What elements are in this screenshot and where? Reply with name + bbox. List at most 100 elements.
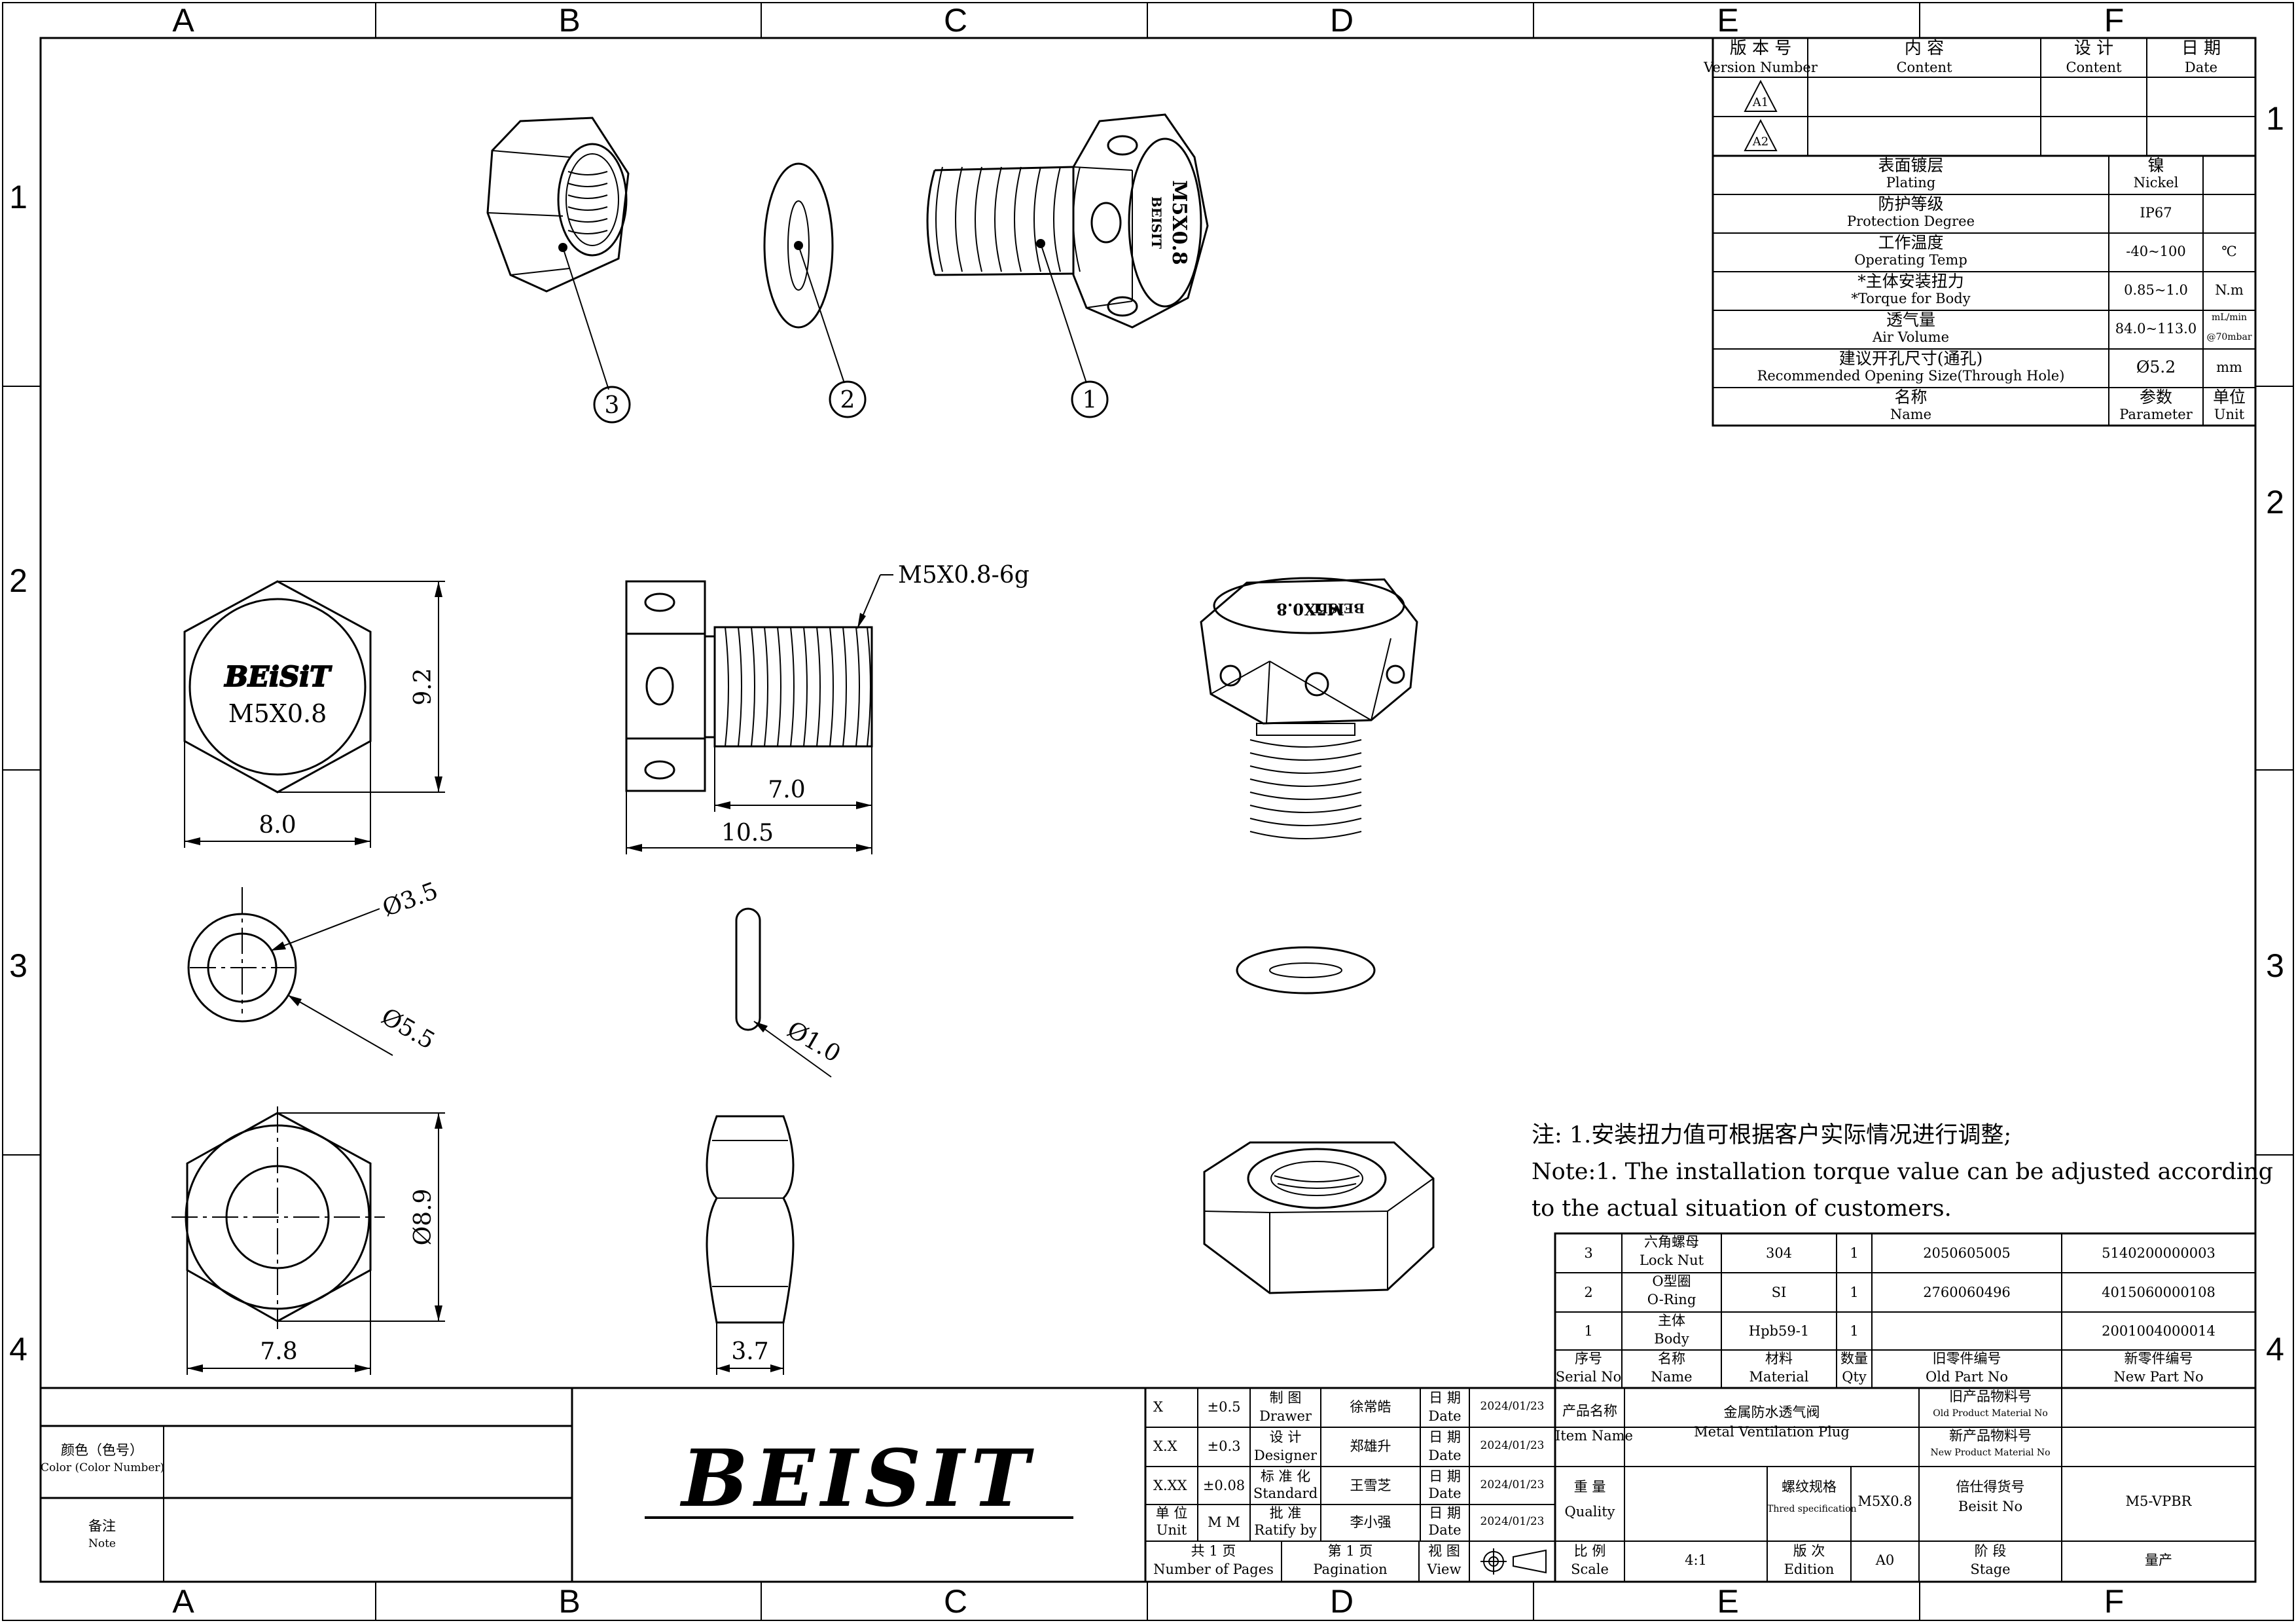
role-date: 2024/01/23 <box>1480 1439 1545 1452</box>
nut-front-view <box>171 1106 385 1329</box>
thread-spec-value: M5X0.8 <box>1857 1493 1912 1509</box>
assembled-iso-view: M5X0.8 BEISIT <box>1200 577 1418 994</box>
stage-value: 量产 <box>2145 1552 2172 1568</box>
bom-name-cn: 六角螺母 <box>1644 1234 1699 1250</box>
zone-col-f: F <box>2104 1583 2125 1620</box>
body-side-view <box>625 580 873 792</box>
bom-serial: 1 <box>1584 1323 1593 1339</box>
rev-header-date-en: Date <box>2185 60 2217 75</box>
bom-header-serial-en: Serial No <box>1555 1369 1622 1385</box>
view-en: View <box>1427 1561 1462 1577</box>
bom-header-new-cn: 新零件编号 <box>2124 1351 2193 1366</box>
zone-row-4: 4 <box>2266 1331 2284 1368</box>
zone-col-d: D <box>1330 2 1354 39</box>
bom-qty: 1 <box>1850 1285 1859 1300</box>
o-ring-section-view <box>735 907 761 1031</box>
zone-row-3: 3 <box>2266 947 2284 984</box>
zone-labels-left: 1 2 3 4 <box>9 179 27 1368</box>
quality-en: Quality <box>1564 1504 1615 1520</box>
dimension-oring-inner: Ø3.5 <box>270 877 442 951</box>
pagination-en: Pagination <box>1313 1561 1388 1577</box>
param-plating-value-en: Nickel <box>2133 175 2179 191</box>
zone-col-b: B <box>558 1583 580 1620</box>
scale-value: 4:1 <box>1685 1552 1707 1568</box>
role-date: 2024/01/23 <box>1480 1400 1545 1413</box>
dimension-overall-length: 10.5 <box>626 791 872 854</box>
bom-header-qty-en: Qty <box>1842 1369 1867 1385</box>
zone-col-a: A <box>172 2 194 39</box>
role-cn: 标 准 化 <box>1260 1468 1311 1484</box>
role-en: Drawer <box>1259 1408 1312 1424</box>
bom-material: Hpb59-1 <box>1748 1323 1810 1339</box>
item-name-en: Item Name <box>1555 1428 1633 1444</box>
scale-cn: 比 例 <box>1573 1543 1606 1559</box>
dim-oring-section: Ø1.0 <box>783 1016 846 1068</box>
balloon-3: 3 <box>605 392 620 419</box>
body-top-marking: M5X0.8 <box>1168 180 1191 265</box>
dim-hex-width: 8.0 <box>259 812 296 839</box>
revision-table: 版 本 号 Version Number 内 容 Content 设 计 Con… <box>1703 37 2257 157</box>
beisit-no-en: Beisit No <box>1958 1499 2023 1514</box>
balloon-3-callout: 3 <box>558 243 631 424</box>
bom-qty: 1 <box>1850 1323 1859 1339</box>
old-mat-en: Old Product Material No <box>1933 1408 2048 1419</box>
dimension-nut-width: 7.8 <box>187 1270 371 1375</box>
bom-name-cn: 主体 <box>1658 1313 1685 1328</box>
param-temp-value: -40~100 <box>2126 244 2186 259</box>
zone-col-e: E <box>1717 1583 1738 1620</box>
old-mat-cn: 旧产品物料号 <box>1949 1389 2032 1404</box>
revision-triangle-a2 <box>1744 119 1778 151</box>
zone-col-c: C <box>944 1583 967 1620</box>
param-temp-unit: ℃ <box>2221 244 2237 259</box>
balloon-2: 2 <box>840 387 855 414</box>
dimension-thread-length: 7.0 <box>714 746 872 854</box>
body-front-view: BEiSiT M5X0.8 <box>183 580 372 793</box>
dim-thread-callout: M5X0.8-6g <box>898 562 1030 589</box>
zone-row-2: 2 <box>2266 484 2284 520</box>
rev-header-content-en: Content <box>1896 60 1952 75</box>
param-footer-name-en: Name <box>1890 407 1932 422</box>
role-date: 2024/01/23 <box>1480 1515 1545 1528</box>
role-name: 王雪芝 <box>1350 1478 1391 1493</box>
role-cn: 设 计 <box>1269 1429 1302 1445</box>
param-protection-value: IP67 <box>2140 205 2172 221</box>
param-footer-name-cn: 名称 <box>1894 388 1928 407</box>
param-torque-cn: *主体安装扭力 <box>1857 272 1964 291</box>
view-cn: 视 图 <box>1428 1543 1460 1559</box>
pages-en: Number of Pages <box>1153 1561 1274 1577</box>
role-en: Ratify by <box>1254 1522 1317 1538</box>
rev-header-version-en: Version Number <box>1703 60 1818 75</box>
bom-name-cn: O型圈 <box>1652 1273 1691 1289</box>
role-date-en: Date <box>1428 1522 1462 1538</box>
role-name: 郑雄升 <box>1350 1438 1391 1454</box>
dim-nut-bore: Ø8.9 <box>410 1189 437 1246</box>
dim-nut-thickness: 3.7 <box>731 1338 768 1365</box>
unit-value: M M <box>1208 1514 1240 1530</box>
bom-header-old-en: Old Part No <box>1926 1369 2008 1385</box>
param-torque-en: *Torque for Body <box>1851 291 1971 306</box>
scale-en: Scale <box>1571 1561 1609 1577</box>
dimension-thread-callout: M5X0.8-6g <box>857 562 1030 629</box>
param-air-value: 84.0~113.0 <box>2115 321 2197 337</box>
bom-old-part: 2760060496 <box>1923 1285 2011 1300</box>
unit-en: Unit <box>1156 1522 1187 1538</box>
dimension-oring-outer: Ø5.5 <box>287 994 440 1056</box>
new-mat-cn: 新产品物料号 <box>1949 1428 2032 1444</box>
zone-labels-right: 1 2 3 4 <box>2266 100 2284 1368</box>
rev-header-version: 版 本 号 <box>1730 39 1792 58</box>
lock-nut-3d-view <box>486 117 630 293</box>
zone-row-1: 1 <box>9 179 27 215</box>
rev-header-date: 日 期 <box>2181 39 2221 58</box>
beisit-logo: BEISIT <box>645 1432 1073 1525</box>
param-footer-param-en: Parameter <box>2119 407 2193 422</box>
tolerance-label: X.XX <box>1153 1478 1187 1493</box>
zone-labels-bottom: A B C D E F <box>172 1583 2124 1620</box>
param-torque-value: 0.85~1.0 <box>2124 282 2188 298</box>
bom-header-old-cn: 旧零件编号 <box>1932 1351 2001 1366</box>
dim-oring-outer: Ø5.5 <box>377 1003 440 1055</box>
role-cn: 批 准 <box>1269 1505 1302 1521</box>
edition-en: Edition <box>1784 1561 1835 1577</box>
thread-spec-cn: 螺纹规格 <box>1782 1479 1837 1495</box>
title-block-grid <box>39 1387 2257 1583</box>
